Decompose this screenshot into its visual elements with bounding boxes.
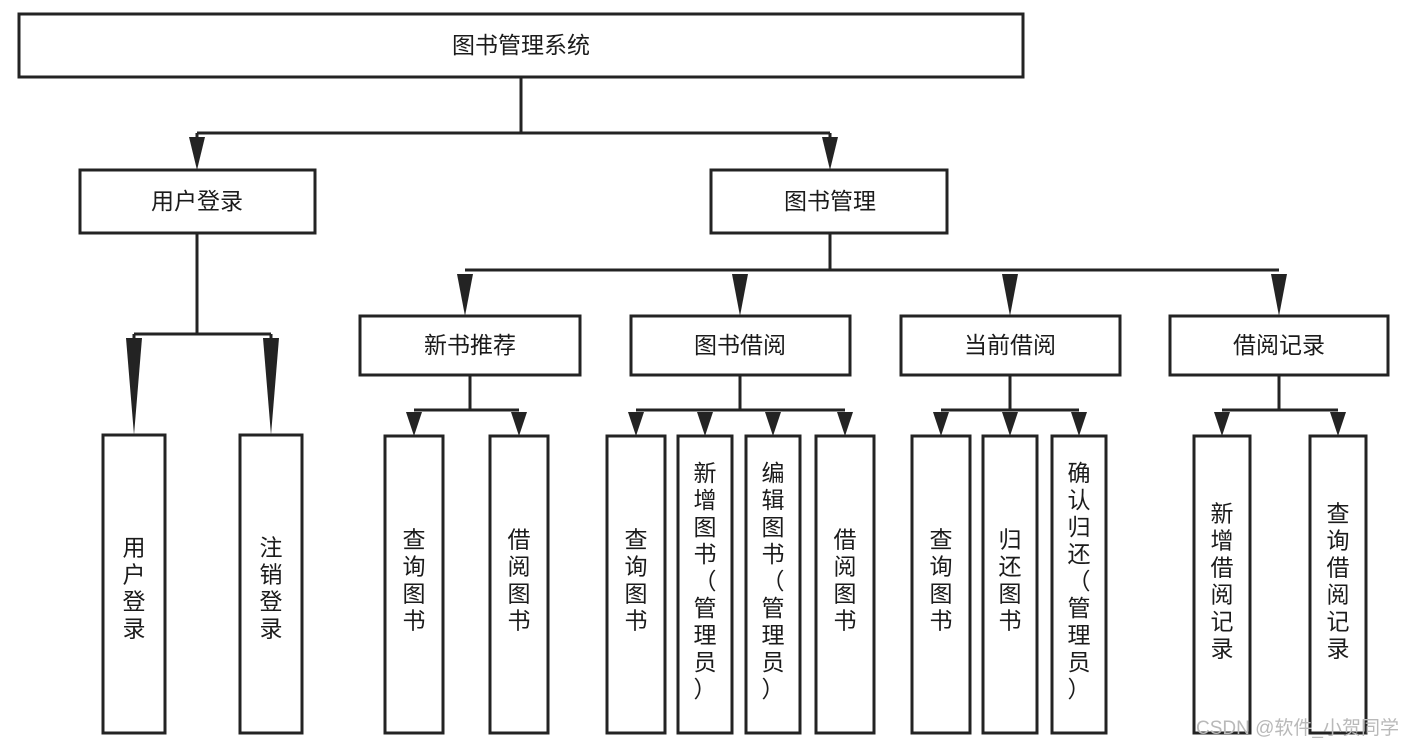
node-leaf-user-logout-box[interactable] — [238, 433, 304, 735]
node-root-label: 图书管理系统 — [452, 32, 590, 58]
arrowhead-leaf-query-book-3 — [933, 412, 949, 436]
node-leaf-return-book-label: 归还图书 — [999, 527, 1022, 634]
node-user-login-box[interactable] — [78, 168, 317, 235]
node-leaf-query-record[interactable]: 查询借阅记录 — [1308, 434, 1368, 735]
node-leaf-edit-book-label: 编辑图书（管理员） — [762, 460, 785, 702]
node-leaf-add-book-label: 新增图书（管理员） — [694, 460, 717, 702]
node-leaf-add-record-box[interactable] — [1192, 434, 1252, 735]
node-book-manage[interactable]: 图书管理 — [709, 168, 949, 235]
node-book-manage-label: 图书管理 — [784, 188, 876, 214]
node-leaf-confirm-return-box[interactable] — [1050, 434, 1108, 735]
node-leaf-query-record-box[interactable] — [1308, 434, 1368, 735]
node-leaf-return-book-box[interactable] — [981, 434, 1039, 735]
arrowhead-book-borrow — [732, 274, 748, 316]
csdn-watermark: CSDN @软件_小贺同学 — [1196, 717, 1399, 739]
node-leaf-user-login-box[interactable] — [101, 433, 167, 735]
node-root[interactable]: 图书管理系统 — [17, 12, 1025, 79]
node-book-manage-box[interactable] — [709, 168, 949, 235]
node-leaf-query-book-3-label: 查询图书 — [930, 527, 953, 634]
node-leaf-user-login[interactable]: 用户登录 — [101, 433, 167, 735]
node-new-book-recommend-label: 新书推荐 — [424, 332, 516, 358]
node-leaf-query-book-3[interactable]: 查询图书 — [910, 434, 972, 735]
node-new-book-recommend-box[interactable] — [358, 314, 582, 377]
node-leaf-edit-book-box[interactable] — [744, 434, 802, 735]
node-leaf-borrow-book-1-box[interactable] — [488, 434, 550, 735]
node-leaf-query-book-2-label: 查询图书 — [625, 527, 648, 634]
arrowhead-book-manage — [822, 137, 838, 170]
node-new-book-recommend[interactable]: 新书推荐 — [358, 314, 582, 377]
node-leaf-add-record-label: 新增借阅记录 — [1211, 501, 1234, 662]
node-borrow-record[interactable]: 借阅记录 — [1168, 314, 1390, 377]
node-leaf-user-logout[interactable]: 注销登录 — [238, 433, 304, 735]
node-leaf-borrow-book-2-box[interactable] — [814, 434, 876, 735]
arrowhead-user-login — [189, 137, 205, 170]
node-user-login[interactable]: 用户登录 — [78, 168, 317, 235]
node-current-borrow[interactable]: 当前借阅 — [899, 314, 1122, 377]
node-leaf-add-record[interactable]: 新增借阅记录 — [1192, 434, 1252, 735]
arrowhead-leaf-return-book — [1002, 412, 1018, 436]
node-leaf-return-book[interactable]: 归还图书 — [981, 434, 1039, 735]
arrowhead-leaf-add-book — [697, 412, 713, 436]
node-leaf-borrow-book-1[interactable]: 借阅图书 — [488, 434, 550, 735]
node-book-borrow-box[interactable] — [629, 314, 852, 377]
node-leaf-confirm-return[interactable]: 确认归还（管理员） — [1050, 434, 1108, 735]
arrowhead-leaf-edit-book — [765, 412, 781, 436]
arrowhead-leaf-add-record — [1214, 412, 1230, 436]
node-borrow-record-box[interactable] — [1168, 314, 1390, 377]
node-user-login-label: 用户登录 — [151, 188, 243, 214]
node-leaf-query-book-2[interactable]: 查询图书 — [605, 434, 667, 735]
arrowhead-leaf-query-book-1 — [406, 412, 422, 436]
node-root-box[interactable] — [17, 12, 1025, 79]
node-leaf-confirm-return-label: 确认归还（管理员） — [1068, 460, 1091, 702]
node-leaf-borrow-book-2[interactable]: 借阅图书 — [814, 434, 876, 735]
edges-layer — [126, 77, 1346, 436]
node-leaf-user-login-label: 用户登录 — [123, 535, 146, 642]
node-leaf-borrow-book-1-label: 借阅图书 — [508, 527, 531, 634]
arrowhead-current-borrow — [1002, 274, 1018, 316]
node-current-borrow-label: 当前借阅 — [964, 332, 1056, 358]
node-leaf-query-book-1[interactable]: 查询图书 — [383, 434, 445, 735]
node-leaf-user-logout-label: 注销登录 — [260, 535, 283, 642]
node-leaf-query-book-3-box[interactable] — [910, 434, 972, 735]
node-leaf-query-book-1-box[interactable] — [383, 434, 445, 735]
arrowhead-leaf-borrow-book-2 — [837, 412, 853, 436]
node-book-borrow[interactable]: 图书借阅 — [629, 314, 852, 377]
arrowhead-leaf-query-record — [1330, 412, 1346, 436]
node-leaf-add-book[interactable]: 新增图书（管理员） — [676, 434, 734, 735]
node-borrow-record-label: 借阅记录 — [1233, 332, 1325, 358]
arrowhead-new-book-recommend — [457, 274, 473, 316]
node-current-borrow-box[interactable] — [899, 314, 1122, 377]
arrowhead-leaf-borrow-book-1 — [511, 412, 527, 436]
node-leaf-query-book-2-box[interactable] — [605, 434, 667, 735]
node-leaf-query-book-1-label: 查询图书 — [403, 527, 426, 634]
node-leaf-borrow-book-2-label: 借阅图书 — [834, 527, 857, 634]
node-leaf-query-record-label: 查询借阅记录 — [1327, 501, 1350, 662]
arrowhead-leaf-confirm-return — [1071, 412, 1087, 436]
arrowhead-borrow-record — [1271, 274, 1287, 316]
node-leaf-edit-book[interactable]: 编辑图书（管理员） — [744, 434, 802, 735]
node-book-borrow-label: 图书借阅 — [694, 332, 786, 358]
node-leaf-add-book-box[interactable] — [676, 434, 734, 735]
arrowhead-leaf-query-book-2 — [628, 412, 644, 436]
